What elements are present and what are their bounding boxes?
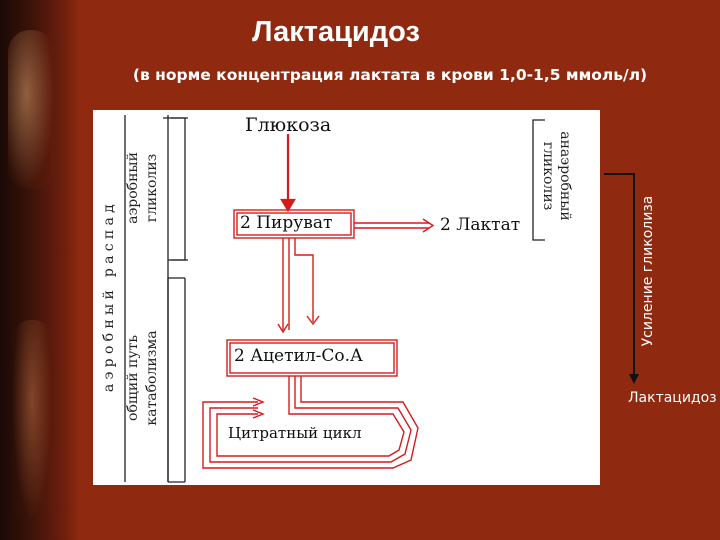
label-common-path: общий путь <box>125 335 141 421</box>
citrate-cycle-loop <box>202 376 419 469</box>
diagram-panel: Глюкоза 2 Пируват 2 Лактат 2 Ацетил-Со.А… <box>93 110 600 485</box>
node-acetyl-coa: 2 Ацетил-Со.А <box>234 346 363 366</box>
label-glycolysis-increase: Усиление гликолиза <box>640 195 656 347</box>
slide-subtitle: (в норме концентрация лактата в крови 1,… <box>132 66 648 84</box>
bracket-line <box>163 117 186 261</box>
acetyl-coa-box <box>226 339 398 377</box>
label-aerobic-breakdown: аэробный распад <box>101 199 117 393</box>
node-citrate-cycle: Цитратный цикл <box>228 424 362 442</box>
label-lactic-acidosis: Лактацидоз <box>628 390 717 406</box>
node-lactate: 2 Лактат <box>440 215 521 235</box>
bracket-line <box>532 119 545 241</box>
background-photo <box>0 0 80 540</box>
increase-bracket <box>604 173 639 384</box>
diagram-lines <box>124 115 545 483</box>
label-anaerobic-glycolysis: гликолиз <box>540 141 556 211</box>
bracket-line <box>171 117 188 261</box>
arrow-pyruvate-lactate <box>354 222 429 229</box>
slide-title: Лактацидоз <box>252 16 420 48</box>
label-catabolism: катаболизма <box>144 330 160 426</box>
node-glucose: Глюкоза <box>245 114 332 136</box>
label-anaerobic: анаэробный <box>557 131 573 221</box>
glass-highlight <box>8 30 54 190</box>
label-aerobic-glycolysis: гликолиз <box>144 153 160 223</box>
label-aerobic: аэробный <box>125 152 141 224</box>
glass-highlight <box>12 320 52 520</box>
pyruvate-box <box>233 209 355 239</box>
node-pyruvate: 2 Пируват <box>240 213 333 233</box>
bracket-line <box>168 277 185 483</box>
